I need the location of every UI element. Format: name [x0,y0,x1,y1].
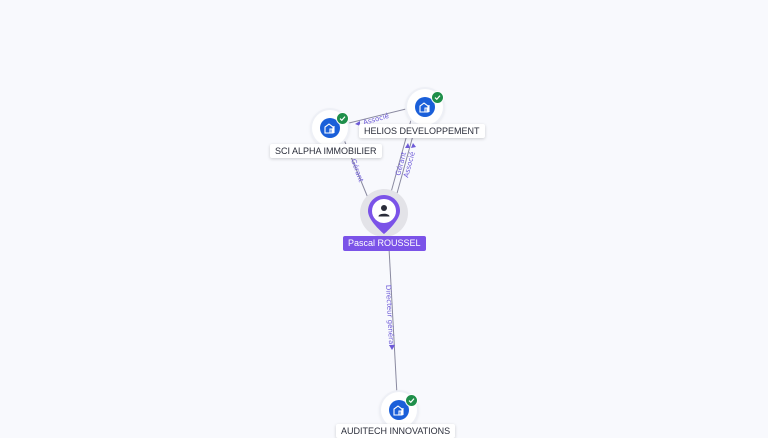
edge-sci-helios [344,107,411,125]
company-label-helios[interactable]: HELIOS DEVELOPPEMENT [359,124,485,138]
company-node-sci-alpha[interactable] [312,110,349,146]
company-node-auditech[interactable] [381,392,418,428]
person-pin[interactable] [367,194,401,236]
person-icon [378,205,390,217]
arrow-person-auditech [389,345,395,350]
edge-label-person-auditech: Directeur général [384,285,395,347]
verified-check-icon [336,112,349,125]
arrow-sci-helios [355,121,360,126]
edge-label-person-sci: Gérant [349,158,365,184]
edge-person-auditech [388,247,398,396]
person-label[interactable]: Pascal ROUSSEL [343,236,426,251]
company-building-icon [415,97,435,117]
company-label-sci-alpha[interactable]: SCI ALPHA IMMOBILIER [270,144,382,158]
company-node-helios[interactable] [407,89,444,125]
edge-person-sci [339,129,369,199]
verified-check-icon [405,394,418,407]
verified-check-icon [431,91,444,104]
company-building-icon [389,400,409,420]
company-building-icon [320,118,340,138]
arrow-helios-associe [411,143,416,148]
company-label-auditech[interactable]: AUDITECH INNOVATIONS [336,424,456,438]
arrow-helios-gerant [405,143,410,148]
